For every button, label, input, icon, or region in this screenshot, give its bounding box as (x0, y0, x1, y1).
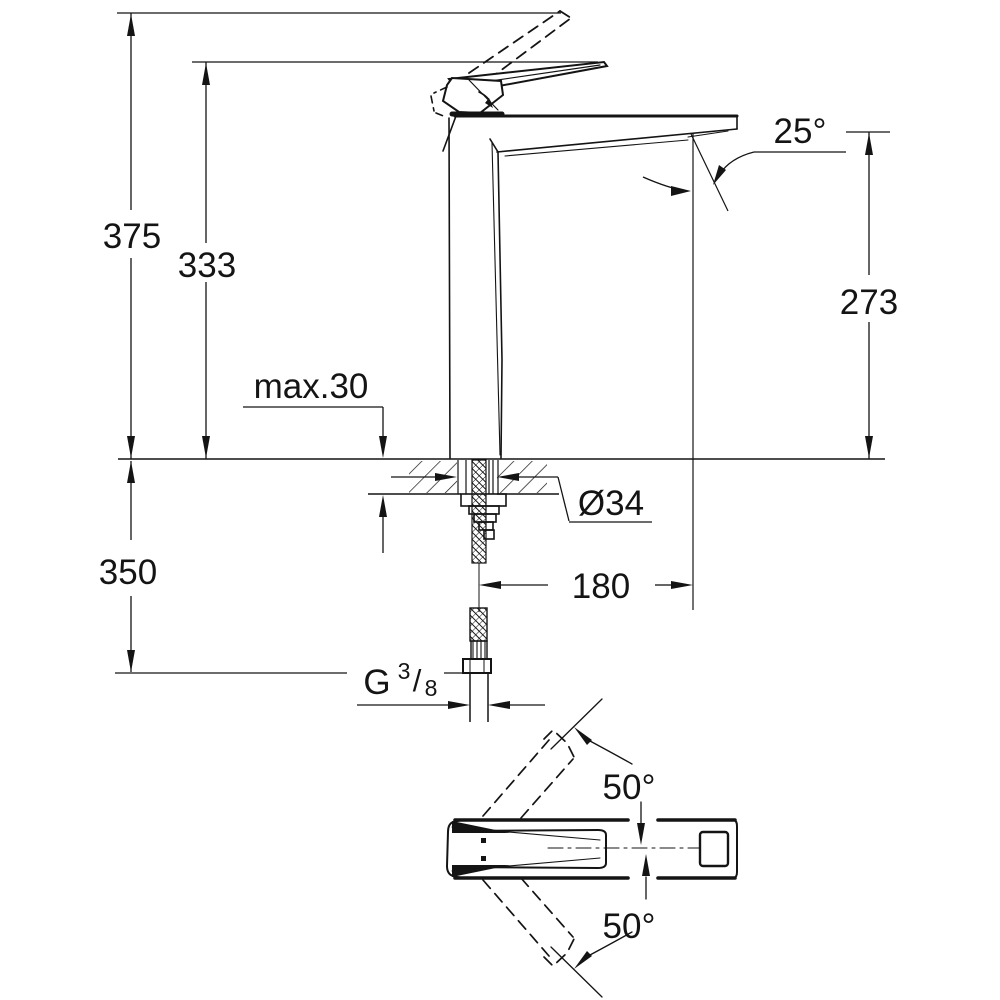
head-ghost-dashed (430, 86, 448, 118)
total-height-label: 375 (103, 217, 161, 256)
side-view-faucet (430, 10, 739, 459)
knurled-collar (470, 640, 488, 660)
thread-letter: G (363, 663, 390, 702)
plan-lever-pin-bottom (481, 856, 486, 861)
stream-angle-label: 25° (774, 112, 827, 151)
plan-lever (452, 828, 607, 870)
plan-lever-swung-up (482, 728, 575, 819)
plan-lever-wedge-bottom (452, 865, 510, 877)
deck-thickness-label: max.30 (254, 367, 369, 406)
spout-underside-front (687, 130, 729, 138)
deck-section (118, 458, 885, 722)
plan-view-faucet (445, 698, 738, 998)
column-left-edge (448, 117, 451, 459)
braided-hose (469, 607, 488, 642)
lever-height-label: 333 (178, 246, 236, 285)
lever-raised-dashed (468, 10, 572, 81)
plan-lever-pin-top (481, 838, 486, 843)
supply-thread-label: G 3 / 8 (363, 658, 437, 702)
swivel-angle-annotations (550, 698, 650, 998)
spout-reach-label: 180 (572, 567, 630, 606)
stream-angle-line (690, 133, 729, 212)
column-right-edge (489, 138, 503, 459)
mounting-nut-stack (460, 493, 507, 540)
plan-lever-taper-bottom (451, 857, 601, 872)
spout-outlet-aperture (698, 830, 730, 868)
spout-underside (496, 128, 738, 153)
plan-lever-taper-top (451, 826, 601, 841)
below-deck-label: 350 (99, 553, 157, 592)
threaded-shank (471, 459, 487, 564)
thread-denominator: 8 (425, 675, 438, 701)
dimension-labels: 375 333 max.30 350 25° 273 Ø34 180 G 3 /… (99, 112, 898, 946)
connection-nut (462, 658, 492, 674)
head-rotation-arrowhead (485, 98, 493, 108)
swivel-down-label: 50° (603, 907, 656, 946)
thread-numerator: 3 (398, 658, 411, 684)
mixer-head (441, 76, 505, 115)
spout-underside-inner (504, 139, 689, 157)
outlet-height-label: 273 (840, 283, 898, 322)
hole-diameter-label: Ø34 (578, 484, 644, 523)
swivel-up-label: 50° (603, 768, 656, 807)
plan-left-cap (445, 819, 463, 879)
column-front-edge (491, 142, 501, 456)
plan-spout-tip (733, 819, 738, 879)
plan-lever-wedge-top (452, 821, 510, 833)
thread-slash: / (413, 663, 422, 698)
plan-lever-swung-down (482, 877, 575, 968)
dimension-lines (115, 12, 890, 709)
